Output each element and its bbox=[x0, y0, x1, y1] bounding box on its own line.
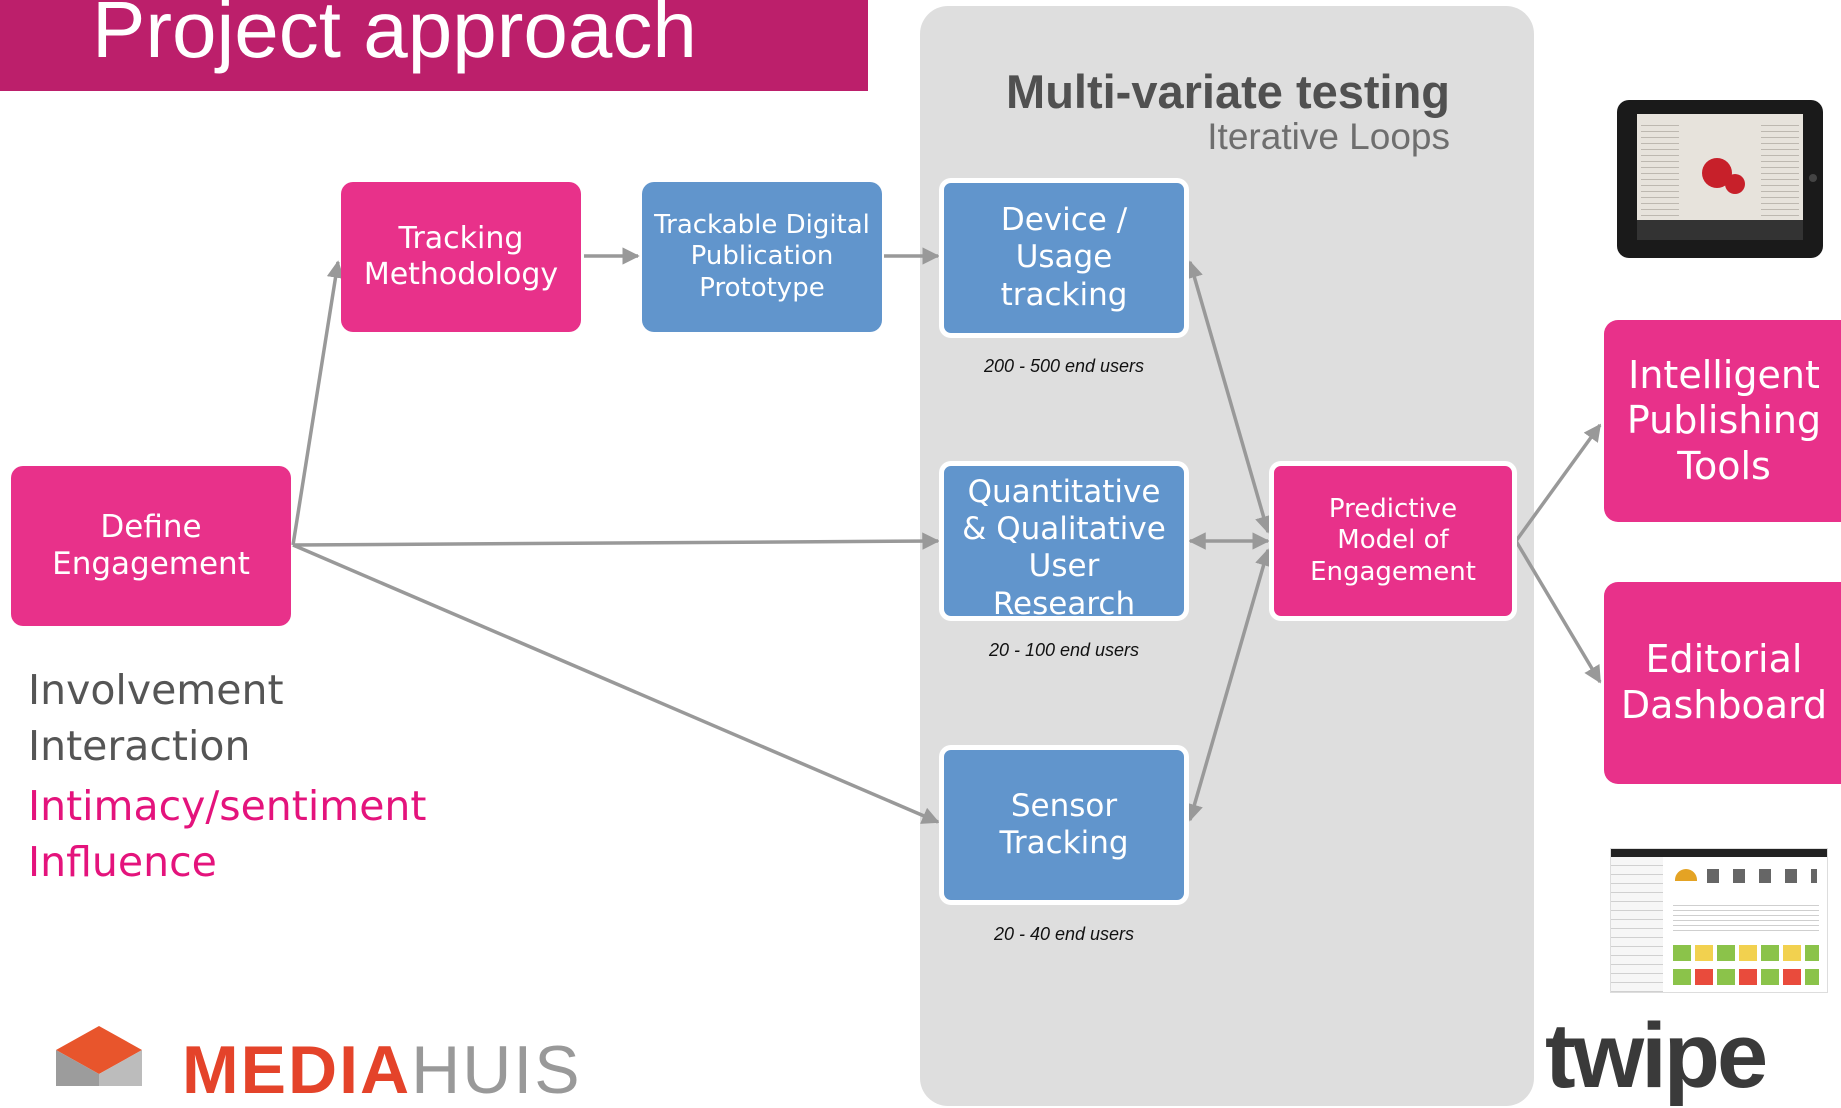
mediahuis-logo: MEDIAHUIS bbox=[182, 1032, 582, 1108]
gear-icon bbox=[1725, 174, 1745, 194]
arrow-define-to-research bbox=[292, 532, 940, 550]
dimension-interaction: Interaction bbox=[28, 722, 251, 770]
gauge-icon bbox=[1675, 869, 1697, 881]
dimension-intimacy: Intimacy/sentiment bbox=[28, 782, 427, 830]
dimension-influence: Influence bbox=[28, 838, 217, 886]
device-usage-box: Device / Usage tracking bbox=[939, 178, 1189, 338]
twipe-logo: twipe bbox=[1545, 1005, 1768, 1107]
engagement-dimensions: Involvement Interaction Intimacy/sentime… bbox=[28, 662, 427, 890]
prototype-box: Trackable Digital Publication Prototype bbox=[642, 182, 882, 332]
arrow-device-model bbox=[1185, 260, 1273, 534]
connector-arrows bbox=[291, 247, 1602, 824]
arrow-model-to-tools bbox=[1514, 423, 1602, 543]
editorial-dashboard-box: Editorial Dashboard bbox=[1604, 582, 1841, 784]
page-title: Project approach bbox=[0, 0, 868, 91]
research-users-note: 20 - 100 end users bbox=[988, 640, 1140, 660]
arrow-sensor-model bbox=[1185, 548, 1273, 822]
define-engagement-box: Define Engagement bbox=[11, 466, 291, 626]
predictive-model-box: Predictive Model of Engagement bbox=[1269, 461, 1517, 621]
publishing-tools-box: Intelligent Publishing Tools bbox=[1604, 320, 1841, 522]
arrow-define-to-sensor bbox=[292, 543, 940, 824]
dashboard-screenshot bbox=[1610, 848, 1828, 993]
dimension-involvement: Involvement bbox=[28, 666, 284, 714]
tablet-image bbox=[1617, 100, 1823, 258]
tracking-methodology-box: Tracking Methodology bbox=[341, 182, 581, 332]
mediahuis-logo-icon bbox=[56, 1026, 142, 1086]
home-button-icon bbox=[1809, 174, 1817, 182]
panel-title: Multi-variate testing bbox=[1006, 65, 1450, 118]
arrow-define-to-methodology bbox=[291, 260, 345, 546]
device-users-note: 200 - 500 end users bbox=[983, 356, 1145, 376]
sensor-tracking-box: Sensor Tracking bbox=[939, 745, 1189, 905]
tablet-screen bbox=[1637, 114, 1803, 240]
panel-subtitle: Iterative Loops bbox=[1207, 116, 1450, 157]
sensor-users-note: 20 - 40 end users bbox=[993, 924, 1135, 944]
user-research-box: Quantitative & Qualitative User Research bbox=[939, 461, 1189, 621]
arrow-model-to-dashboard bbox=[1514, 540, 1602, 684]
